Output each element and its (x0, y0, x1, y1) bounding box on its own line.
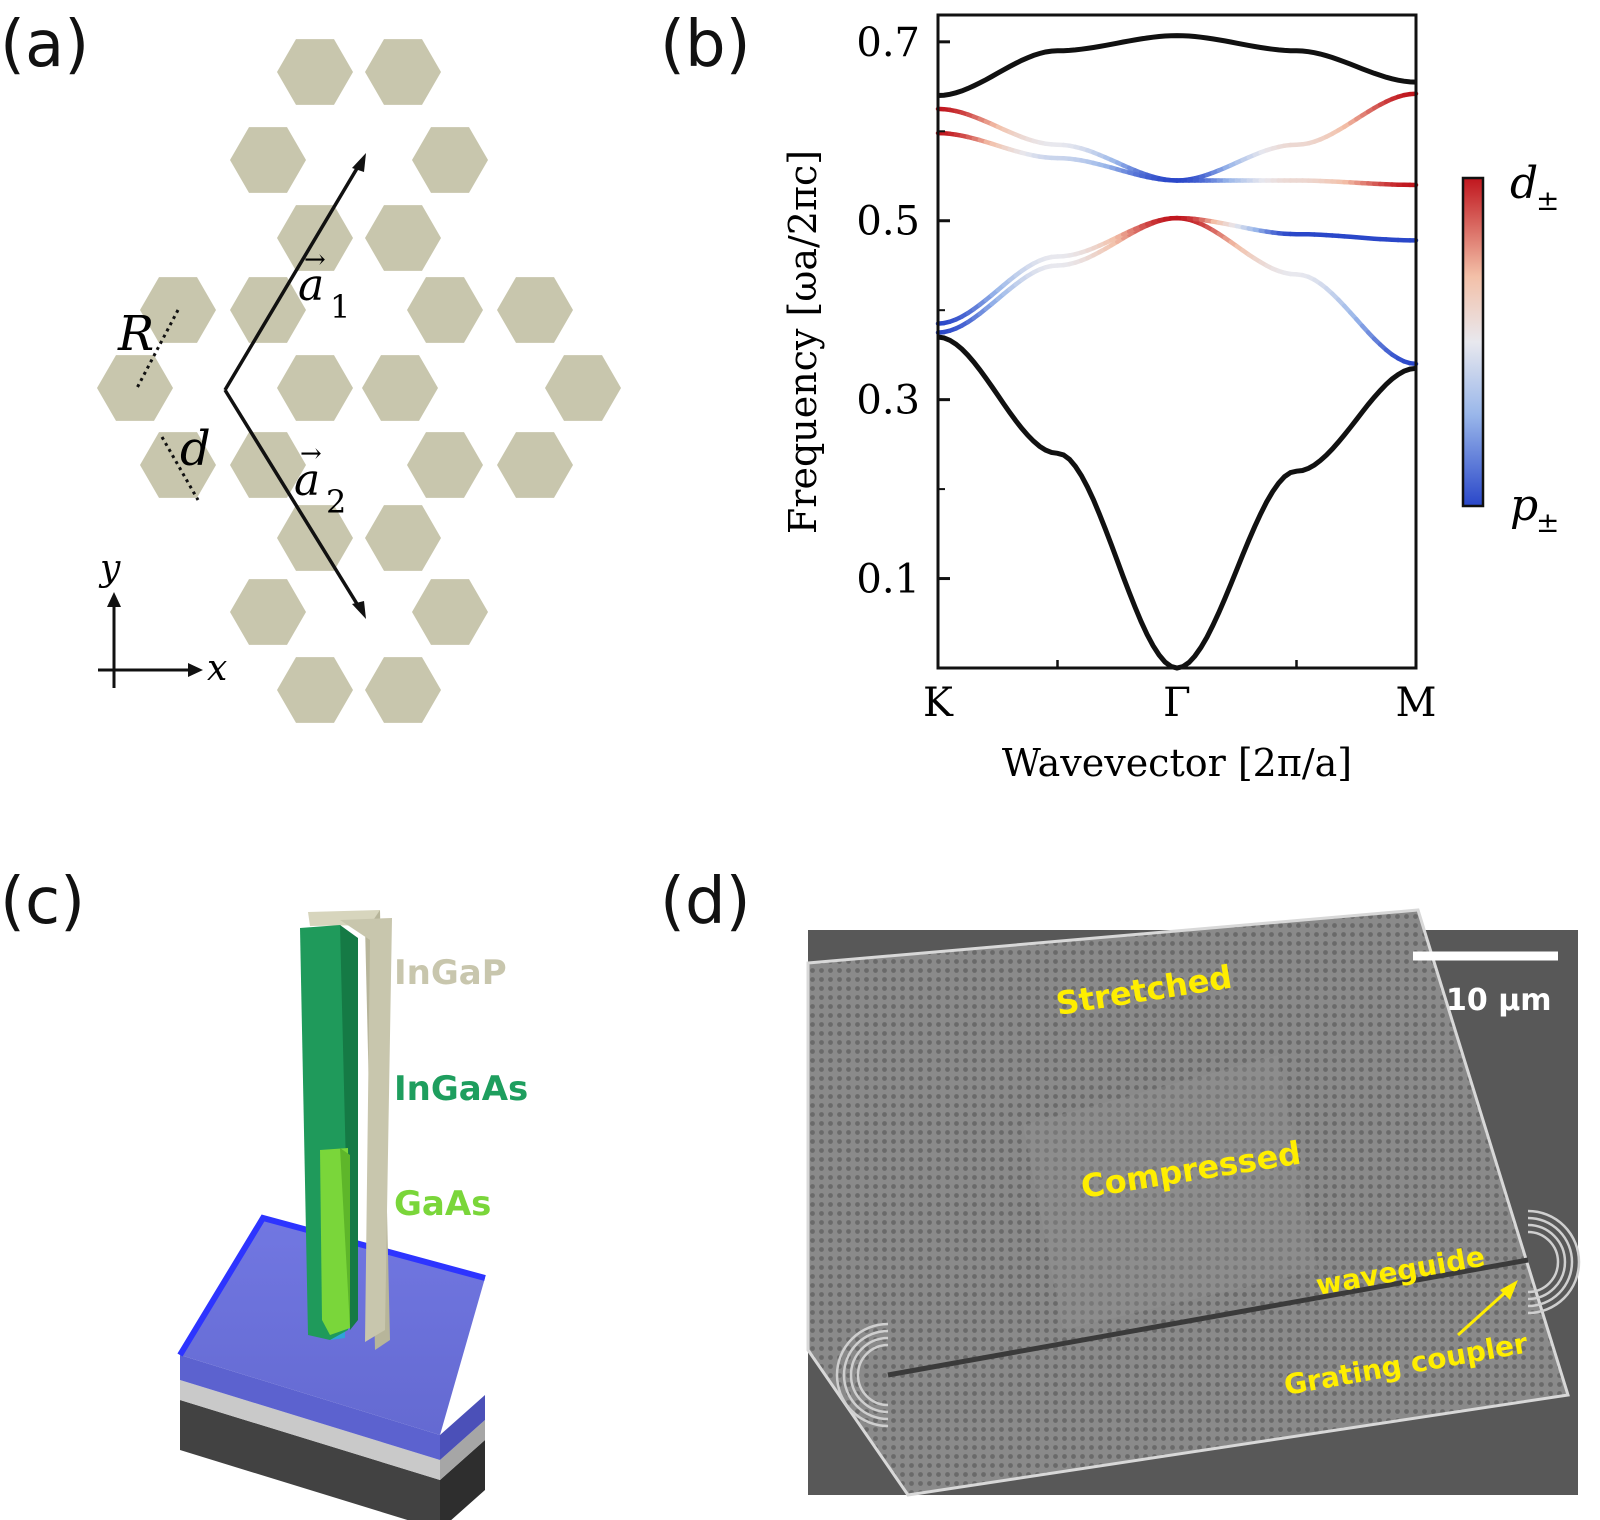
y-tick-label: 0.1 (856, 557, 920, 603)
panel-label-b: (b) (660, 8, 751, 82)
sem-image: 10 µm Stretched Compressed waveguide Gra… (808, 930, 1578, 1495)
colorbar (1463, 178, 1483, 506)
hexagon (407, 277, 483, 343)
band-chart: 0.1 0.3 0.5 0.7 K Γ M Frequency [ωa/2πc] Wave… (760, 0, 1600, 800)
colorbar-top-label: d (1510, 158, 1538, 209)
y-axis-label: y (98, 548, 121, 589)
colorbar-bottom-subscript: ± (1536, 506, 1559, 539)
hexagon (497, 432, 573, 498)
hexagon (277, 39, 353, 105)
hexagon (412, 579, 488, 645)
gap-label: d (180, 421, 211, 477)
x-tick-label: M (1396, 680, 1437, 726)
y-ticks: 0.1 0.3 0.5 0.7 (856, 20, 950, 603)
vector-a2-subscript: 2 (326, 483, 346, 521)
chart-xlabel: Wavevector [2π/a] (1002, 741, 1352, 785)
y-tick-label: 0.7 (856, 20, 920, 66)
x-axis-label: x (207, 648, 227, 689)
nanopillar-diagram: InGaP InGaAs GaAs (140, 880, 700, 1520)
y-tick-label: 0.3 (856, 378, 920, 424)
hexagon (277, 657, 353, 723)
hexagon (230, 277, 306, 343)
hexagon (365, 505, 441, 571)
scale-bar-label: 10 µm (1446, 983, 1552, 1018)
hexagon (277, 355, 353, 421)
pillar (300, 910, 392, 1350)
hexagon (407, 432, 483, 498)
colorbar-top-subscript: ± (1536, 184, 1559, 217)
panel-label-c: (c) (0, 865, 85, 939)
vector-a1-subscript: 1 (330, 288, 350, 326)
hexagon (230, 579, 306, 645)
radius-label: R (117, 306, 154, 362)
hexagon (362, 355, 438, 421)
plot-frame (938, 15, 1416, 668)
band-line-5 (938, 133, 1416, 185)
band-curves (938, 36, 1416, 668)
chart-ylabel: Frequency [ωa/2πc] (781, 150, 825, 534)
hexagon (412, 127, 488, 193)
hexagon (497, 277, 573, 343)
band-line-4 (938, 94, 1416, 181)
hexagon (97, 355, 173, 421)
axes-indicator (98, 592, 203, 688)
ingap-label: InGaP (394, 953, 507, 993)
vector-a1-arrow: → (304, 245, 326, 275)
hexagon-lattice (97, 39, 621, 723)
hexagon (230, 127, 306, 193)
vector-a2-arrow: → (300, 439, 322, 469)
colorbar-bottom-label: p (1510, 480, 1538, 531)
y-tick-label: 0.5 (856, 199, 920, 245)
band-line-2 (938, 218, 1416, 364)
hexagon (365, 205, 441, 271)
band-line-1 (938, 36, 1416, 96)
x-tick-label: K (923, 680, 954, 726)
band-line-0 (938, 337, 1416, 668)
gaas-label: GaAs (394, 1184, 491, 1224)
hexagon (545, 355, 621, 421)
x-tick-label: Γ (1163, 680, 1191, 726)
ingaas-label: InGaAs (394, 1069, 528, 1109)
hexagon (365, 39, 441, 105)
hexagon (365, 657, 441, 723)
lattice-diagram: a 1 → a 2 → R d y x (0, 0, 640, 760)
